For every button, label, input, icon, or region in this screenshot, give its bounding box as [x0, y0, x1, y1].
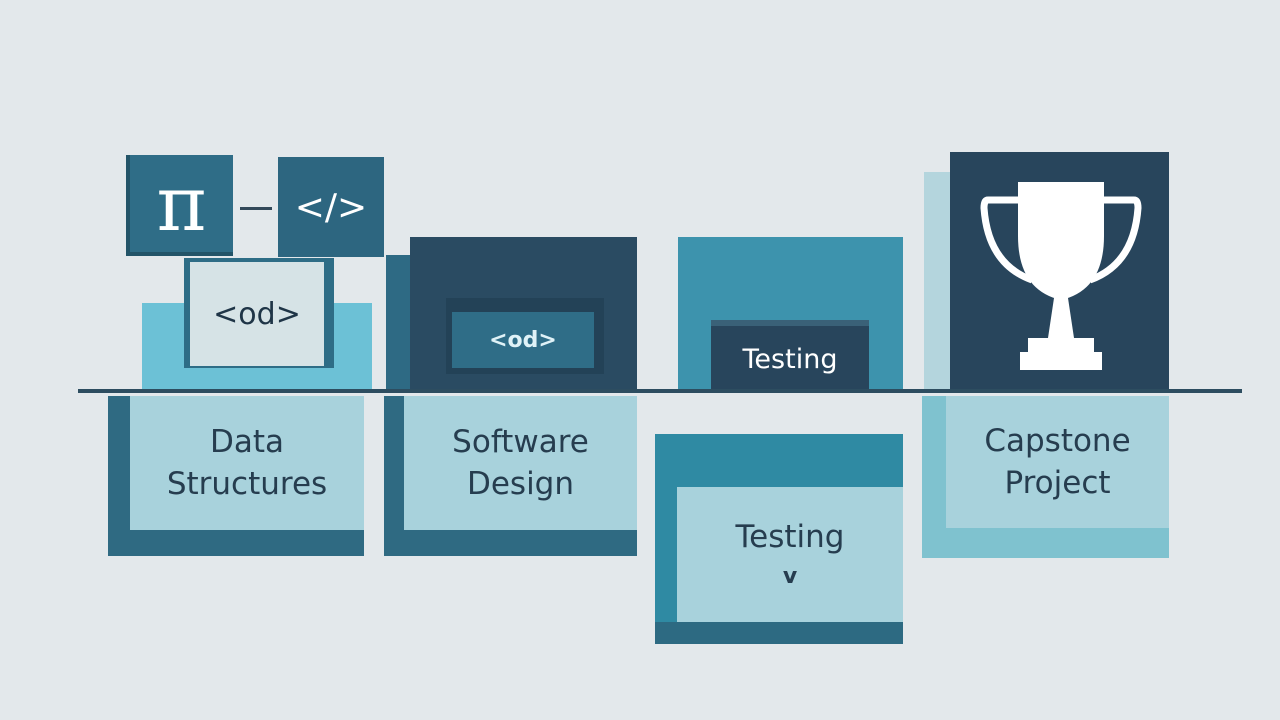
step-3-sublabel: v [782, 563, 798, 589]
code-box-2-label: <od> [489, 327, 557, 353]
step-1-label: Data Structures [166, 424, 328, 502]
testing-tag-label: Testing [742, 343, 838, 375]
pi-tile: π [126, 155, 233, 256]
pi-icon: π [156, 158, 207, 248]
code-tag-icon: </> [294, 186, 368, 228]
connector-dash [240, 207, 272, 210]
code-tag-tile: </> [278, 157, 384, 257]
step-2-card: Software Design [404, 396, 637, 530]
step-4-card: Capstone Project [946, 396, 1169, 528]
code-box-1: <od> [190, 262, 324, 366]
testing-tag: Testing [711, 320, 869, 392]
trophy-icon [980, 182, 1142, 370]
step-2-top-panel-side [386, 255, 410, 391]
step-4-side [924, 172, 950, 390]
timeline-line [78, 389, 1242, 393]
step-3-card: Testing v [677, 487, 903, 622]
step-3-card-shadow-dark [655, 622, 903, 644]
step-3-label: Testing [735, 519, 845, 555]
code-box-2: <od> [452, 312, 594, 368]
step-1-card: Data Structures [130, 396, 364, 530]
step-2-label: Software Design [452, 424, 589, 502]
step-4-label: Capstone Project [984, 423, 1131, 501]
code-box-1-label: <od> [213, 296, 301, 332]
